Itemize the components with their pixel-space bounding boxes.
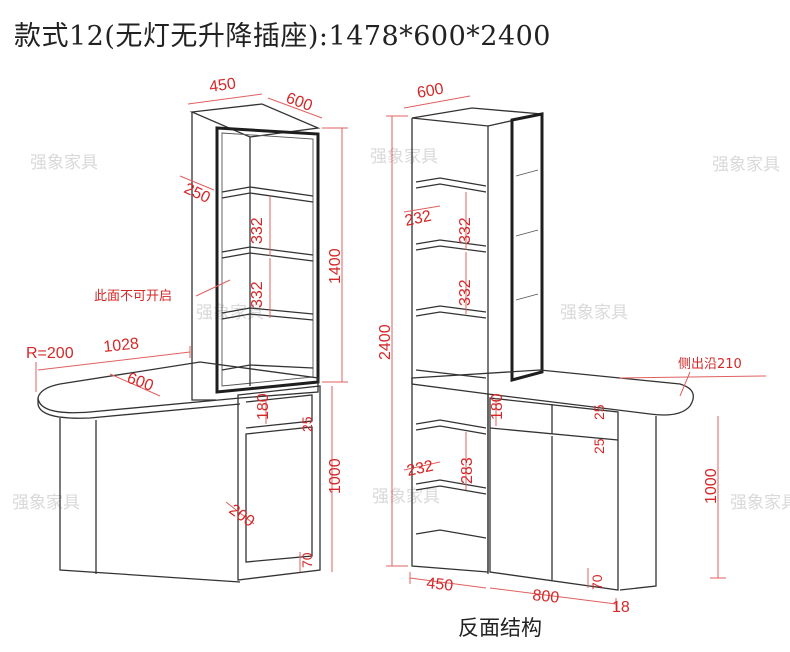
lower-cabinet-front-right xyxy=(489,397,619,591)
watermarks: 强象家具 强象家具 强象家具 强象家具 强象家具 强象家具 强象家具 强象家具 xyxy=(12,147,790,513)
dim-lower-height: 1000 xyxy=(327,458,344,494)
dim-right-shelf-depth-1: 232 xyxy=(403,208,433,230)
lower-cabinet-front xyxy=(237,385,321,581)
view-caption: 反面结构 xyxy=(458,616,542,640)
drawer xyxy=(245,394,313,429)
dim-right-shelf-gap-2: 332 xyxy=(457,279,474,306)
note-not-openable: 此面不可开启 xyxy=(94,289,172,304)
dim-drawer-height: 180 xyxy=(255,393,272,420)
dim-right-plinth: 70 xyxy=(589,574,605,590)
right-dimensions: 600 2400 232 332 332 180 25 25 侧出沿210 23… xyxy=(377,81,767,616)
dim-right-shelf-depth-2: 232 xyxy=(405,458,435,480)
left-dimensions: 450 600 250 332 332 1400 此面不可开启 R=200 10… xyxy=(26,75,348,572)
watermark: 强象家具 xyxy=(560,303,628,323)
dim-bottom-right: 800 xyxy=(532,587,560,607)
watermark: 强象家具 xyxy=(730,493,790,513)
note-side-overhang: 侧出沿210 xyxy=(678,357,742,372)
watermark: 强象家具 xyxy=(30,153,98,173)
countertop xyxy=(37,361,319,414)
dim-top-width: 450 xyxy=(208,75,237,96)
dim-shelf-gap-2: 332 xyxy=(249,281,266,308)
dim-counter-height: 1000 xyxy=(703,468,720,504)
dim-right-drawer-height: 180 xyxy=(489,393,506,420)
dim-plinth: 70 xyxy=(299,552,315,568)
dim-lower-gap: 283 xyxy=(459,457,476,484)
lower-door xyxy=(245,426,313,563)
right-cabinet-drawing xyxy=(411,107,694,591)
dim-radius: R=200 xyxy=(26,345,74,362)
dim-shelf-gap-1: 332 xyxy=(249,217,266,244)
right-countertop xyxy=(411,369,694,416)
dim-counter-length: 1028 xyxy=(103,335,140,356)
watermark: 强象家具 xyxy=(12,493,80,513)
dim-bottom-left: 450 xyxy=(426,575,454,595)
lower-body-left xyxy=(59,418,241,583)
watermark: 强象家具 xyxy=(712,155,780,175)
upper-cabinet-side xyxy=(191,112,216,401)
dim-right-rail-1: 25 xyxy=(591,404,607,420)
left-cabinet-drawing xyxy=(37,103,321,583)
dim-top-depth: 600 xyxy=(284,90,315,115)
dim-right-rail-2: 25 xyxy=(591,438,607,454)
dim-rail: 25 xyxy=(299,416,315,432)
dim-shelf-depth: 250 xyxy=(181,180,212,207)
dim-upper-height: 1400 xyxy=(327,248,344,284)
dim-bottom-edge: 18 xyxy=(612,599,630,616)
dim-right-shelf-gap-1: 332 xyxy=(457,217,474,244)
dim-right-top-depth: 600 xyxy=(416,81,445,102)
dim-total-height: 2400 xyxy=(377,324,394,360)
glass-side-frame xyxy=(510,112,544,382)
watermark: 强象家具 xyxy=(370,147,438,167)
dim-counter-depth: 600 xyxy=(125,370,156,395)
watermark: 强象家具 xyxy=(372,487,440,507)
page-title: 款式12(无灯无升降插座):1478*600*2400 xyxy=(14,21,551,52)
